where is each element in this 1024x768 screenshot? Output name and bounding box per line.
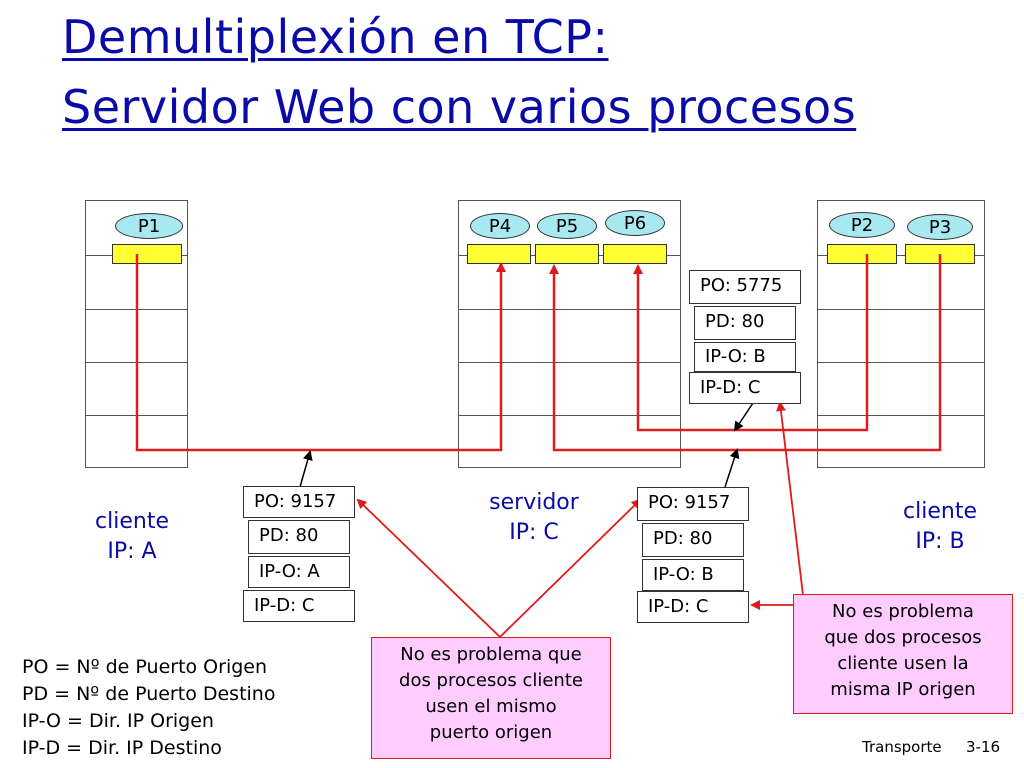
- connection-p2-p6: [633, 254, 869, 432]
- note-same-port-line: puerto origen: [429, 722, 553, 743]
- slide-title-line1: Demultiplexión en TCP:: [62, 10, 609, 64]
- slide-title-line2: Servidor Web con varios procesos: [62, 80, 857, 134]
- host-label-server-c: servidor IP: C: [472, 488, 596, 548]
- pointer-segment-b1: [724, 448, 740, 488]
- socket-p2: [827, 244, 897, 264]
- server-c-name: servidor: [489, 490, 579, 515]
- segment-b1-ipo: IP-O: B: [642, 559, 744, 591]
- segment-a-pd: PD: 80: [248, 520, 350, 554]
- segment-b1-pd: PD: 80: [642, 523, 744, 557]
- client-a-name: cliente: [95, 509, 169, 534]
- client-a-ip: IP: A: [107, 539, 157, 564]
- segment-b1-po: PO: 9157: [637, 487, 749, 521]
- connection-a-p4: [135, 254, 506, 452]
- segment-b2-ipo: IP-O: B: [694, 342, 796, 372]
- client-b-ip: IP: B: [915, 529, 965, 554]
- process-p1: P1: [115, 213, 183, 239]
- socket-p6: [603, 244, 667, 264]
- note-same-ip-line: que dos procesos: [824, 627, 982, 648]
- note-same-port: No es problema que dos procesos cliente …: [371, 637, 611, 759]
- note-arrow-to-ipo-b2: [775, 401, 804, 596]
- segment-a-po: PO: 9157: [243, 486, 355, 518]
- legend-item: PO = Nº de Puerto Origen: [22, 656, 268, 678]
- pointer-segment-a: [299, 450, 313, 488]
- host-label-client-a: cliente IP: A: [72, 507, 192, 567]
- segment-a-ipo: IP-O: A: [248, 556, 350, 588]
- legend: PO = Nº de Puerto Origen PD = Nº de Puer…: [22, 654, 275, 762]
- note-same-ip: No es problema que dos procesos cliente …: [793, 594, 1013, 714]
- process-p4: P4: [470, 213, 530, 239]
- note-same-port-line: usen el mismo: [425, 696, 557, 717]
- note-same-port-line: dos procesos cliente: [399, 670, 583, 691]
- segment-b2-po: PO: 5775: [689, 270, 801, 304]
- socket-p5: [535, 244, 599, 264]
- pointer-segment-b2: [733, 399, 756, 432]
- client-b-name: cliente: [903, 499, 977, 524]
- note-same-ip-line: cliente usen la: [837, 653, 969, 674]
- footer-section: Transporte: [862, 738, 942, 756]
- note-arrow-to-po-a: [356, 498, 501, 638]
- note-same-port-line: No es problema que: [400, 644, 582, 665]
- segment-b1-ipd: IP-D: C: [637, 591, 749, 623]
- legend-item: IP-O = Dir. IP Origen: [22, 710, 214, 732]
- segment-a-ipd: IP-D: C: [243, 590, 355, 622]
- note-same-ip-line: misma IP origen: [830, 679, 976, 700]
- legend-item: PD = Nº de Puerto Destino: [22, 683, 276, 705]
- socket-p1: [112, 244, 182, 264]
- note-same-ip-line: No es problema: [832, 601, 974, 622]
- footer-page-number: 3-16: [966, 738, 1001, 756]
- connection-p3-p5: [549, 254, 942, 452]
- segment-b2-ipd: IP-D: C: [689, 372, 801, 404]
- segment-b2-pd: PD: 80: [694, 306, 796, 340]
- legend-item: IP-D = Dir. IP Destino: [22, 737, 222, 759]
- process-p6: P6: [605, 210, 665, 236]
- server-c-ip: IP: C: [509, 520, 559, 545]
- host-label-client-b: cliente IP: B: [880, 497, 1000, 557]
- process-p2: P2: [829, 212, 895, 238]
- process-p5: P5: [537, 213, 597, 239]
- note-arrow-to-po-b: [499, 498, 642, 638]
- process-p3: P3: [907, 214, 973, 240]
